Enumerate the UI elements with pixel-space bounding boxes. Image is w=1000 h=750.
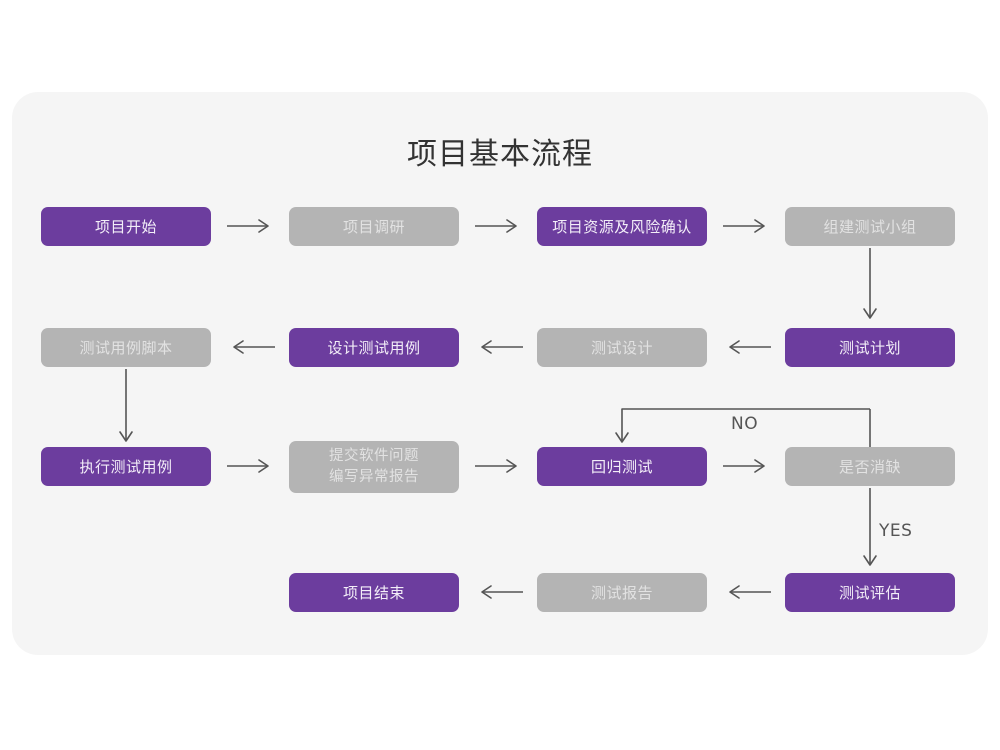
arrow-left-n13-n14 bbox=[722, 582, 772, 602]
arrow-down-n8-n9 bbox=[116, 369, 136, 449]
arrow-right-n1-n2 bbox=[226, 216, 276, 236]
arrow-left-n7-n8 bbox=[226, 337, 276, 357]
flow-node-project-start[interactable]: 项目开始 bbox=[41, 207, 211, 246]
flow-node-project-end[interactable]: 项目结束 bbox=[289, 573, 459, 612]
flow-node-build-test-team[interactable]: 组建测试小组 bbox=[785, 207, 955, 246]
arrow-down-n12-n13 bbox=[860, 488, 880, 573]
arrow-right-n2-n3 bbox=[474, 216, 524, 236]
page-title: 项目基本流程 bbox=[407, 137, 593, 172]
flow-node-test-report[interactable]: 测试报告 bbox=[537, 573, 707, 612]
arrow-left-n14-n15 bbox=[474, 582, 524, 602]
flow-node-resource-risk-confirm[interactable]: 项目资源及风险确认 bbox=[537, 207, 707, 246]
flow-node-test-design[interactable]: 测试设计 bbox=[537, 328, 707, 367]
flow-node-submit-issue-report[interactable]: 提交软件问题 编写异常报告 bbox=[289, 441, 459, 493]
arrow-right-n9-n10 bbox=[226, 456, 276, 476]
edge-no-loop bbox=[612, 405, 882, 455]
arrow-left-n5-n6 bbox=[722, 337, 772, 357]
flow-node-design-testcase[interactable]: 设计测试用例 bbox=[289, 328, 459, 367]
arrow-down-n4-n5 bbox=[860, 248, 880, 326]
arrow-left-n6-n7 bbox=[474, 337, 524, 357]
flow-node-execute-testcase[interactable]: 执行测试用例 bbox=[41, 447, 211, 486]
flow-node-test-plan[interactable]: 测试计划 bbox=[785, 328, 955, 367]
arrow-right-n3-n4 bbox=[722, 216, 772, 236]
flowchart-panel bbox=[12, 92, 988, 655]
flow-node-testcase-script[interactable]: 测试用例脚本 bbox=[41, 328, 211, 367]
flow-node-test-evaluation[interactable]: 测试评估 bbox=[785, 573, 955, 612]
edge-label-yes: YES bbox=[879, 521, 913, 541]
arrow-right-n11-n12 bbox=[722, 456, 772, 476]
edge-label-no: NO bbox=[731, 414, 759, 434]
flow-node-project-research[interactable]: 项目调研 bbox=[289, 207, 459, 246]
flow-node-regression-test[interactable]: 回归测试 bbox=[537, 447, 707, 486]
arrow-right-n10-n11 bbox=[474, 456, 524, 476]
flow-node-defect-cleared[interactable]: 是否消缺 bbox=[785, 447, 955, 486]
